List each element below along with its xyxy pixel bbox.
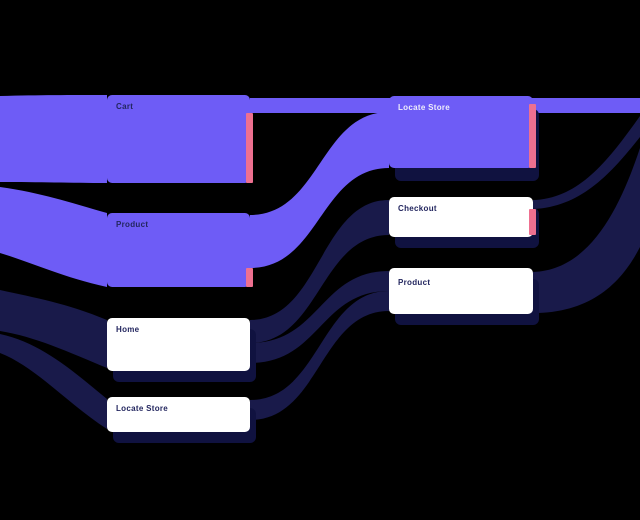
flow-entry-to-product-left[interactable] — [0, 187, 107, 287]
node-home-label: Home — [116, 325, 140, 334]
node-product-left-card[interactable]: Product — [107, 213, 250, 287]
flow-product-right-to-offscreen[interactable] — [533, 148, 640, 313]
node-checkout-dropoff-bar[interactable] — [529, 209, 536, 235]
node-product-right-card[interactable]: Product — [389, 268, 533, 314]
node-checkout-card[interactable]: Checkout — [389, 197, 533, 237]
node-product-right-label: Product — [398, 278, 431, 287]
node-cart-label: Cart — [116, 102, 134, 111]
flow-entry-to-cart[interactable] — [0, 95, 107, 183]
node-locate-store-right-label: Locate Store — [398, 103, 451, 112]
node-home[interactable]: Home — [107, 318, 256, 382]
flow-home-to-product-right[interactable] — [250, 271, 389, 363]
node-product-left-label: Product — [116, 220, 149, 229]
flow-entry-to-locate-store-left[interactable] — [0, 334, 107, 429]
flow-checkout-to-offscreen[interactable] — [533, 116, 640, 209]
node-locate-store-right[interactable]: Locate Store — [389, 96, 539, 181]
node-locate-store-right-dropoff-bar[interactable] — [529, 104, 536, 168]
node-checkout-label: Checkout — [398, 204, 437, 213]
node-cart[interactable]: Cart — [107, 95, 253, 183]
node-product-right[interactable]: Product — [389, 268, 539, 325]
node-locate-store-left-card[interactable]: Locate Store — [107, 397, 250, 432]
node-locate-store-left-label: Locate Store — [116, 404, 169, 413]
node-locate-store-right-card[interactable]: Locate Store — [389, 96, 533, 168]
node-product-left[interactable]: Product — [107, 213, 253, 287]
node-locate-store-left[interactable]: Locate Store — [107, 397, 256, 443]
node-product-left-dropoff-bar[interactable] — [246, 268, 253, 287]
node-cart-dropoff-bar[interactable] — [246, 113, 253, 183]
node-home-card[interactable]: Home — [107, 318, 250, 371]
flow-product-left-to-locate-store-right[interactable] — [250, 112, 389, 268]
node-cart-card[interactable]: Cart — [107, 95, 250, 183]
node-checkout[interactable]: Checkout — [389, 197, 539, 248]
flow-home-to-checkout[interactable] — [250, 200, 389, 343]
flow-locate-store-left-to-product-right[interactable] — [250, 291, 389, 420]
flow-entry-to-home[interactable] — [0, 290, 107, 368]
